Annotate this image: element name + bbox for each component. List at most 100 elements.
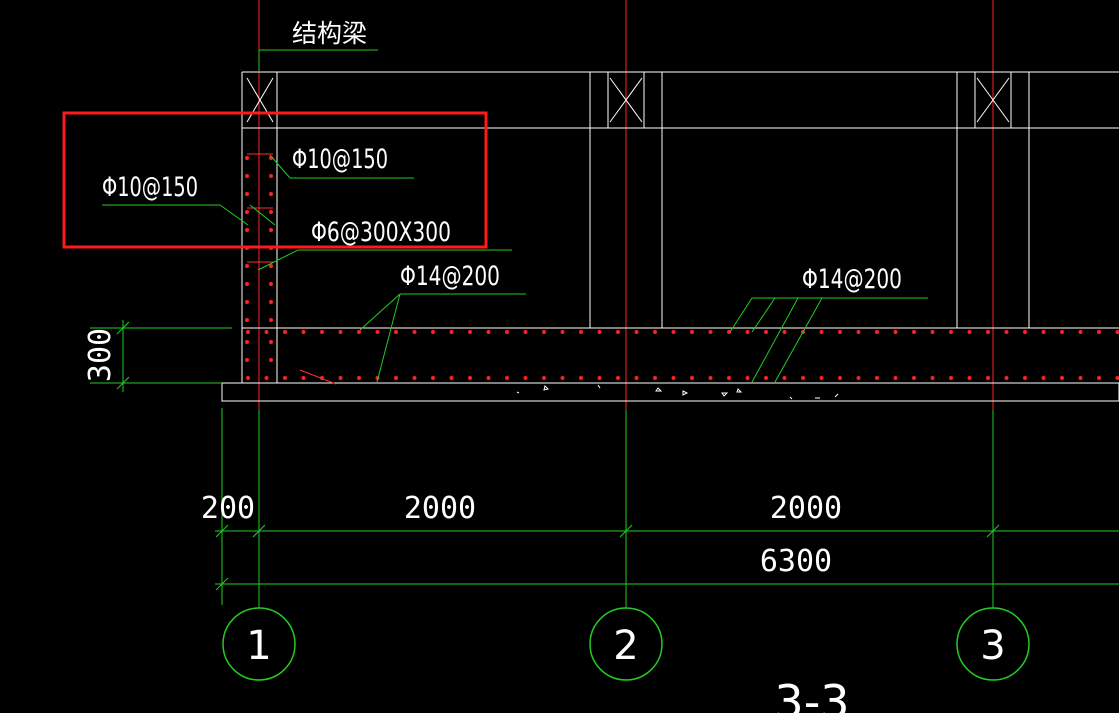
rebar-dot-slab-top xyxy=(819,330,824,334)
dim-seg-3: 2000 xyxy=(770,491,842,526)
rebar-dot-slab-top xyxy=(1060,330,1064,334)
rebar-dot-slab-bottom xyxy=(1004,376,1009,380)
rebar-dot-slab-top xyxy=(560,330,565,334)
rebar-dot-slab-top xyxy=(264,330,269,334)
rebar-dot-slab-bottom xyxy=(394,376,398,380)
rebar-dot-slab-bottom xyxy=(1097,376,1101,380)
rebar-dot-slab-bottom xyxy=(597,376,602,380)
dim-seg-1: 200 xyxy=(201,491,255,526)
rebar-label-wall-outer: Φ10@150 xyxy=(102,172,198,203)
rebar-dot-slab-bottom xyxy=(283,376,287,380)
rebar-dot-wall-right xyxy=(269,358,273,362)
rebar-dot-slab-bottom xyxy=(764,376,768,380)
rebar-dot-slab-top xyxy=(394,330,398,334)
dimension-lines xyxy=(90,320,1119,608)
rebar-dot-slab-bottom xyxy=(505,376,509,380)
rebar-dot-wall-right xyxy=(269,228,273,232)
rebar-dot-slab-top xyxy=(505,330,509,334)
rebar-label-slab-top: Φ14@200 xyxy=(400,261,500,292)
rebar-dot-slab-bottom xyxy=(1041,376,1046,380)
rebar-dot-wall-left xyxy=(245,358,249,362)
rebar-dot-wall-left xyxy=(245,156,249,160)
rebar-dot-slab-bottom xyxy=(523,376,528,380)
rebar-dot-slab-bottom xyxy=(560,376,565,380)
rebar-dot-slab-bottom xyxy=(782,376,787,380)
rebar-dot-slab-top xyxy=(708,330,713,334)
rebar-dot-slab-bottom xyxy=(338,376,343,380)
rebar-dot-wall-left xyxy=(245,174,249,178)
rebar-dot-slab-bottom xyxy=(930,376,935,380)
rebar-dot-slab-bottom xyxy=(301,376,306,380)
rebar-dot-wall-left xyxy=(245,192,249,196)
axis-grid-lines xyxy=(258,0,994,410)
rebar-dot-slab-top xyxy=(320,330,324,334)
rebar-dot-slab-top xyxy=(431,330,435,334)
highlight-box xyxy=(62,111,488,249)
rebar-dot-slab-bottom xyxy=(745,376,750,380)
rebar-dot-wall-right xyxy=(269,340,273,344)
rebar-dot-slab-bottom xyxy=(412,376,417,380)
rebar-dot-slab-top xyxy=(671,330,676,334)
rebar-dot-slab-bottom xyxy=(468,376,472,380)
beam-label: 结构梁 xyxy=(292,19,367,48)
rebar-dot-slab-bottom xyxy=(616,376,620,380)
axis-label-3: 3 xyxy=(980,623,1005,669)
rebar-dot-slab-top xyxy=(856,330,861,334)
rebar-dot-slab-top xyxy=(634,330,639,334)
dim-seg-2: 2000 xyxy=(404,491,476,526)
rebar-dot-wall-right xyxy=(269,282,273,286)
rebar-dot-wall-left xyxy=(245,210,249,214)
axis-bubble-2 xyxy=(589,607,663,681)
rebar-dot-wall-right xyxy=(269,318,273,322)
section-title: 3-3 xyxy=(774,675,849,713)
rebar-dot-slab-top xyxy=(338,330,343,334)
axis-bubble-1 xyxy=(222,607,296,681)
rebar-dot-slab-bottom xyxy=(264,376,269,380)
rebar-dot-slab-bottom xyxy=(690,376,694,380)
rebar-dot-slab-bottom xyxy=(449,376,454,380)
rebar-dot-slab-top xyxy=(523,330,528,334)
rebar-dot-slab-top xyxy=(412,330,417,334)
rebar-dot-slab-bottom xyxy=(1115,376,1119,380)
rebar-dot-slab-bottom xyxy=(1078,376,1083,380)
rebar-dot-wall-right xyxy=(269,192,273,196)
rebar-dot-slab-bottom xyxy=(357,376,361,380)
rebar-dot-slab-top xyxy=(301,330,306,334)
rebar-dot-slab-top xyxy=(986,330,990,334)
axis-bubble-3 xyxy=(956,607,1030,681)
rebar-dot-slab-top xyxy=(838,330,842,334)
rebar-label-wall-tie: Φ6@300X300 xyxy=(311,217,451,248)
axis-bubbles xyxy=(222,607,1030,681)
rebar-dot-slab-top xyxy=(1023,330,1027,334)
rebar-dot-slab-top xyxy=(1097,330,1101,334)
rebar-dot-slab-top xyxy=(653,330,657,334)
dim-slab-thickness: 300 xyxy=(83,328,118,382)
rebar-dot-slab-top xyxy=(690,330,694,334)
rebar-dot-slab-bottom xyxy=(838,376,842,380)
rebar-dots xyxy=(245,156,1119,380)
rebar-dot-slab-bottom xyxy=(579,376,583,380)
rebar-dot-slab-bottom xyxy=(949,376,953,380)
rebar-dot-slab-bottom xyxy=(893,376,898,380)
dim-total: 6300 xyxy=(760,544,832,579)
rebar-dot-slab-bottom xyxy=(671,376,676,380)
rebar-dot-slab-top xyxy=(616,330,620,334)
rebar-dot-slab-bottom xyxy=(801,376,805,380)
rebar-dot-slab-bottom xyxy=(246,376,250,380)
rebar-dot-wall-left xyxy=(245,282,249,286)
rebar-dot-slab-bottom xyxy=(653,376,657,380)
rebar-dot-slab-top xyxy=(949,330,953,334)
rebar-dot-slab-bottom xyxy=(967,376,972,380)
rebar-dot-wall-left xyxy=(245,340,249,344)
rebar-dot-slab-top xyxy=(449,330,454,334)
rebar-dot-slab-top xyxy=(1078,330,1083,334)
rebar-dot-slab-top xyxy=(375,330,380,334)
rebar-dot-slab-bottom xyxy=(1023,376,1027,380)
rebar-dot-slab-bottom xyxy=(856,376,861,380)
rebar-dot-slab-top xyxy=(745,330,750,334)
rebar-dot-wall-left xyxy=(245,300,249,304)
rebar-dot-slab-top xyxy=(912,330,916,334)
rebar-dot-slab-bottom xyxy=(875,376,879,380)
rebar-dot-slab-top xyxy=(727,330,731,334)
rebar-dot-slab-top xyxy=(930,330,935,334)
